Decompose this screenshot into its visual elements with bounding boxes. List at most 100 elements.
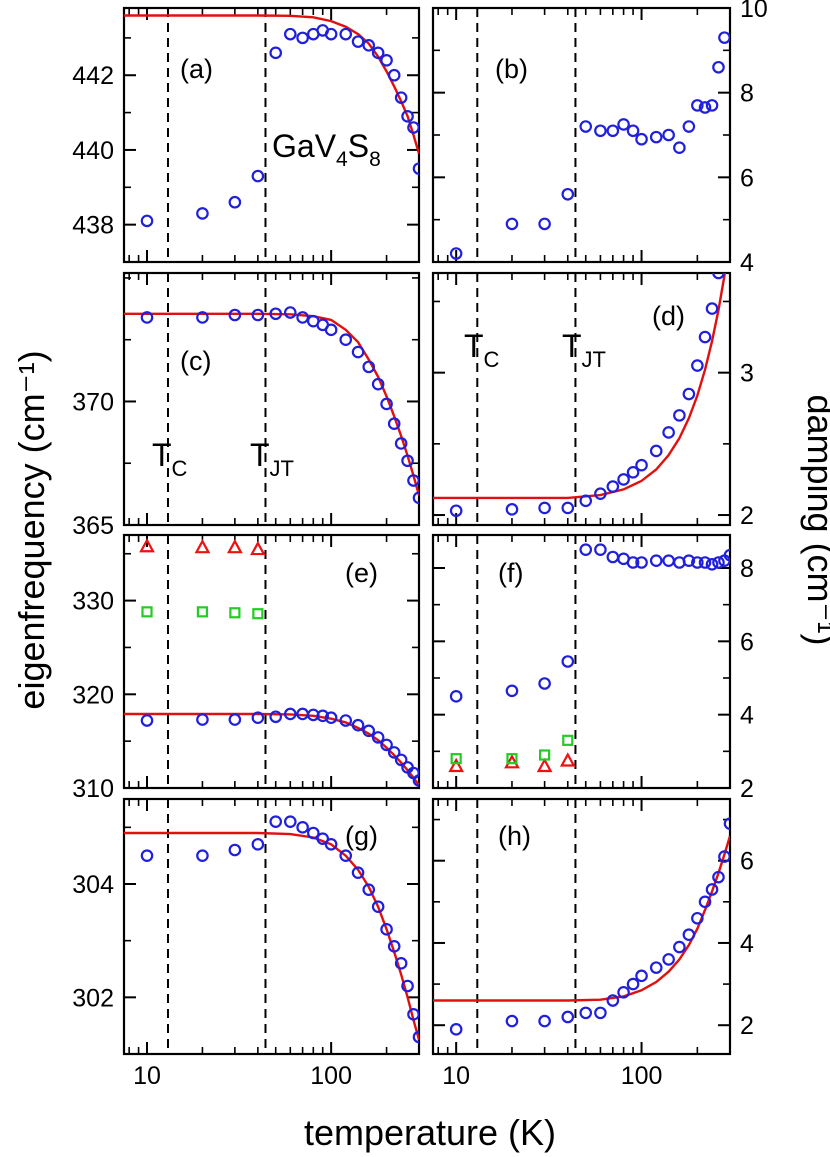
data-point-square (539, 749, 551, 761)
data-point-circle (228, 308, 242, 322)
data-point-circle (401, 454, 414, 468)
y-tick-label: 440 (72, 137, 114, 165)
data-point-square (252, 608, 264, 620)
data-point-circle (662, 953, 675, 966)
data-point-circle (394, 437, 408, 450)
data-point-circle (412, 162, 419, 175)
data-point-circle (505, 1014, 519, 1028)
data-point-circle (362, 360, 376, 374)
data-point-triangle (504, 754, 520, 769)
data-point-circle (351, 345, 365, 359)
plot-area (433, 273, 727, 518)
data-point-square (141, 606, 153, 618)
x-axis-title: temperature (K) (304, 1112, 556, 1153)
data-point-circle (324, 27, 338, 41)
data-point-circle (594, 124, 607, 138)
data-point-circle (412, 491, 419, 505)
tjt-marker-label-c: TJT (250, 437, 294, 481)
y-tick-label: 302 (72, 984, 114, 1012)
data-point-circle (662, 426, 675, 439)
data-point-circle (538, 1014, 551, 1028)
data-point-circle (579, 543, 593, 556)
data-point-square (229, 607, 241, 619)
data-point-circle (617, 986, 630, 999)
data-point-circle (538, 501, 551, 515)
data-point-circle (339, 849, 353, 862)
data-point-circle (251, 308, 265, 322)
data-point-circle (380, 923, 393, 936)
data-point-triangle (139, 537, 155, 553)
data-point-circle (449, 247, 463, 260)
data-point-circle (140, 714, 154, 727)
data-point-circle (606, 550, 620, 564)
data-point-circle (561, 187, 575, 201)
data-point-circle (412, 774, 419, 787)
data-point-circle (371, 377, 385, 391)
data-point-circle (401, 979, 414, 993)
y-tick-label: 4 (740, 249, 754, 277)
plot-area (124, 815, 419, 1044)
y-tick-label: 4 (740, 702, 754, 730)
data-point-circle (339, 333, 353, 347)
y-tick-label: 365 (72, 512, 114, 540)
data-point-circle (617, 473, 630, 486)
data-point-circle (718, 31, 730, 44)
data-point-square (450, 753, 462, 765)
data-point-circle (682, 554, 696, 567)
data-point-circle (296, 311, 309, 324)
plot-area (433, 817, 730, 1036)
data-point-circle (140, 214, 154, 228)
y-tick-label: 330 (72, 588, 114, 616)
data-point-circle (296, 821, 309, 834)
data-point-circle (387, 417, 401, 431)
data-point-circle (712, 273, 725, 280)
y-tick-label: 6 (740, 848, 754, 876)
plot-frame (431, 271, 732, 527)
data-point-circle (351, 35, 365, 48)
data-point-circle (617, 118, 630, 131)
data-point-circle (269, 46, 283, 60)
fit-curve (124, 831, 419, 1041)
y-axis-title-left: eigenfrequency (cm⁻¹) (11, 350, 52, 709)
data-point-circle (682, 120, 696, 133)
data-point-circle (407, 1008, 419, 1021)
x-tick-label: 100 (310, 1062, 352, 1090)
data-point-circle (140, 311, 154, 324)
data-point-circle (649, 130, 663, 144)
data-point-circle (306, 826, 320, 840)
data-point-circle (387, 746, 401, 759)
data-point-triangle (536, 757, 553, 773)
data-point-circle (324, 711, 338, 725)
data-point-square (196, 606, 209, 618)
tc-marker-label-d: TC (464, 328, 500, 372)
data-point-circle (626, 466, 640, 479)
data-point-circle (691, 911, 704, 925)
data-point-circle (561, 655, 575, 668)
data-point-circle (380, 53, 393, 67)
data-point-square (506, 753, 518, 765)
data-point-circle (449, 690, 463, 703)
data-point-circle (316, 709, 330, 723)
data-point-circle (538, 217, 551, 231)
data-point-circle (140, 849, 154, 862)
data-point-square (562, 734, 574, 746)
data-point-circle (561, 1010, 575, 1024)
data-point-circle (712, 556, 725, 569)
data-point-circle (316, 832, 330, 845)
data-point-circle (371, 731, 385, 744)
y-tick-label: 310 (72, 775, 114, 803)
data-point-circle (682, 928, 696, 942)
data-point-circle (673, 409, 686, 422)
data-point-circle (691, 359, 704, 372)
y-tick-label: 2 (740, 1012, 754, 1040)
data-point-circle (635, 132, 648, 146)
panel-label-c: (c) (180, 346, 211, 376)
data-point-circle (324, 838, 338, 851)
data-point-circle (407, 474, 419, 487)
y-tick-label: 304 (72, 871, 114, 899)
data-point-circle (705, 558, 719, 571)
y-tick-label: 3 (740, 360, 754, 388)
